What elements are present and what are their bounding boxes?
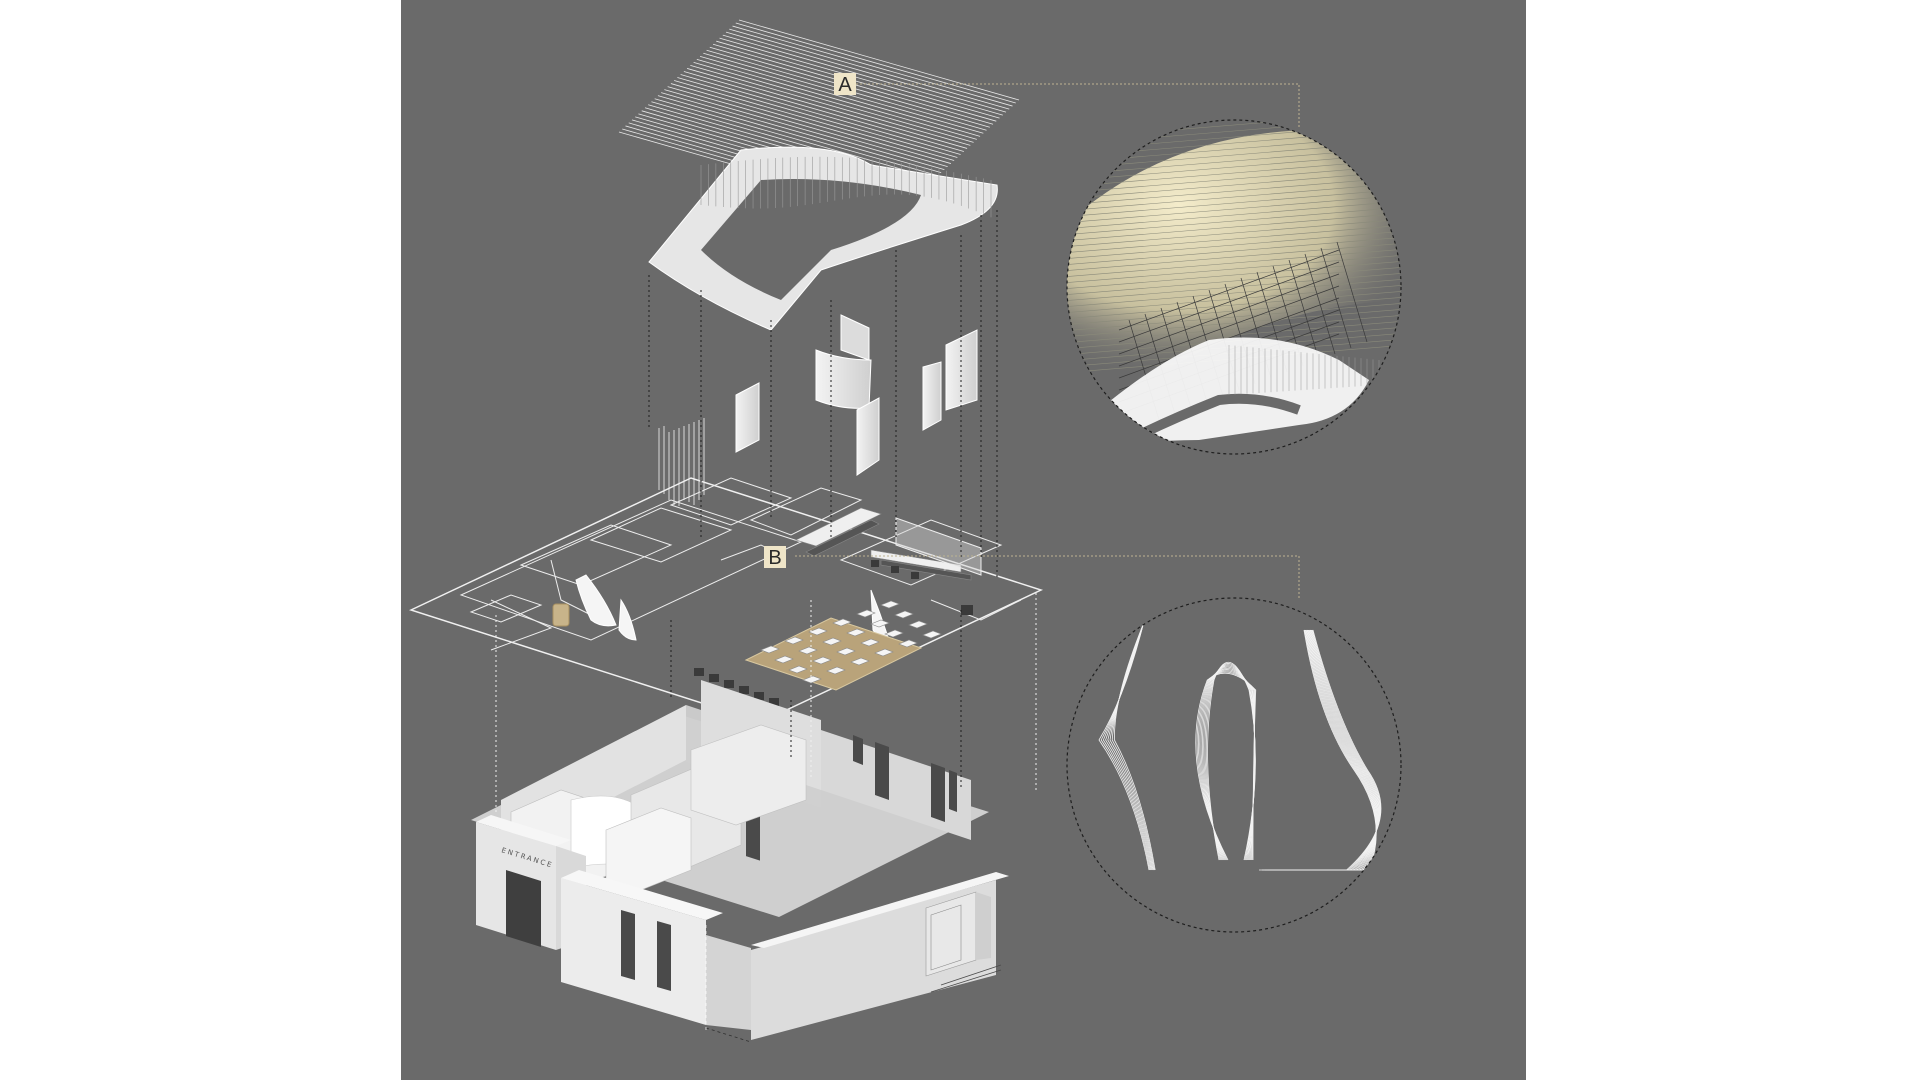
- svg-text:B: B: [768, 547, 781, 569]
- detail-circle-b: [1066, 597, 1402, 933]
- workstation-row-top: [795, 507, 882, 557]
- entrance-door: [506, 870, 541, 947]
- projection-lines: [648, 210, 998, 790]
- callout-a-label: A: [834, 73, 856, 96]
- curved-panel-2: [815, 349, 872, 409]
- curved-panel-1: [735, 382, 760, 453]
- ceiling-grid-layer: [618, 19, 1020, 213]
- dark-seating: [694, 560, 973, 706]
- svg-text:A: A: [838, 74, 852, 96]
- leader-lines: [795, 83, 1300, 600]
- ceiling-sculpture-layer: [648, 146, 998, 331]
- curved-panel-5: [922, 361, 942, 431]
- wall-panels-layer: [658, 314, 978, 506]
- open-office-zone: [744, 617, 923, 691]
- diagram-sheet: ENTRANCE: [401, 0, 1526, 1080]
- detail-circle-a: [1066, 119, 1402, 455]
- curved-panel-4: [856, 397, 880, 476]
- exploded-axonometric: ENTRANCE: [408, 19, 1402, 1043]
- projection-lines-light: [495, 593, 1037, 812]
- building-shell-layer: ENTRANCE: [471, 680, 1009, 1043]
- slat-screen-panel: [658, 418, 705, 506]
- workstation-row-right: [870, 549, 972, 581]
- curved-panel-3: [840, 314, 870, 361]
- floor-plan-layer: [408, 477, 1044, 723]
- callout-b-label: B: [764, 546, 786, 569]
